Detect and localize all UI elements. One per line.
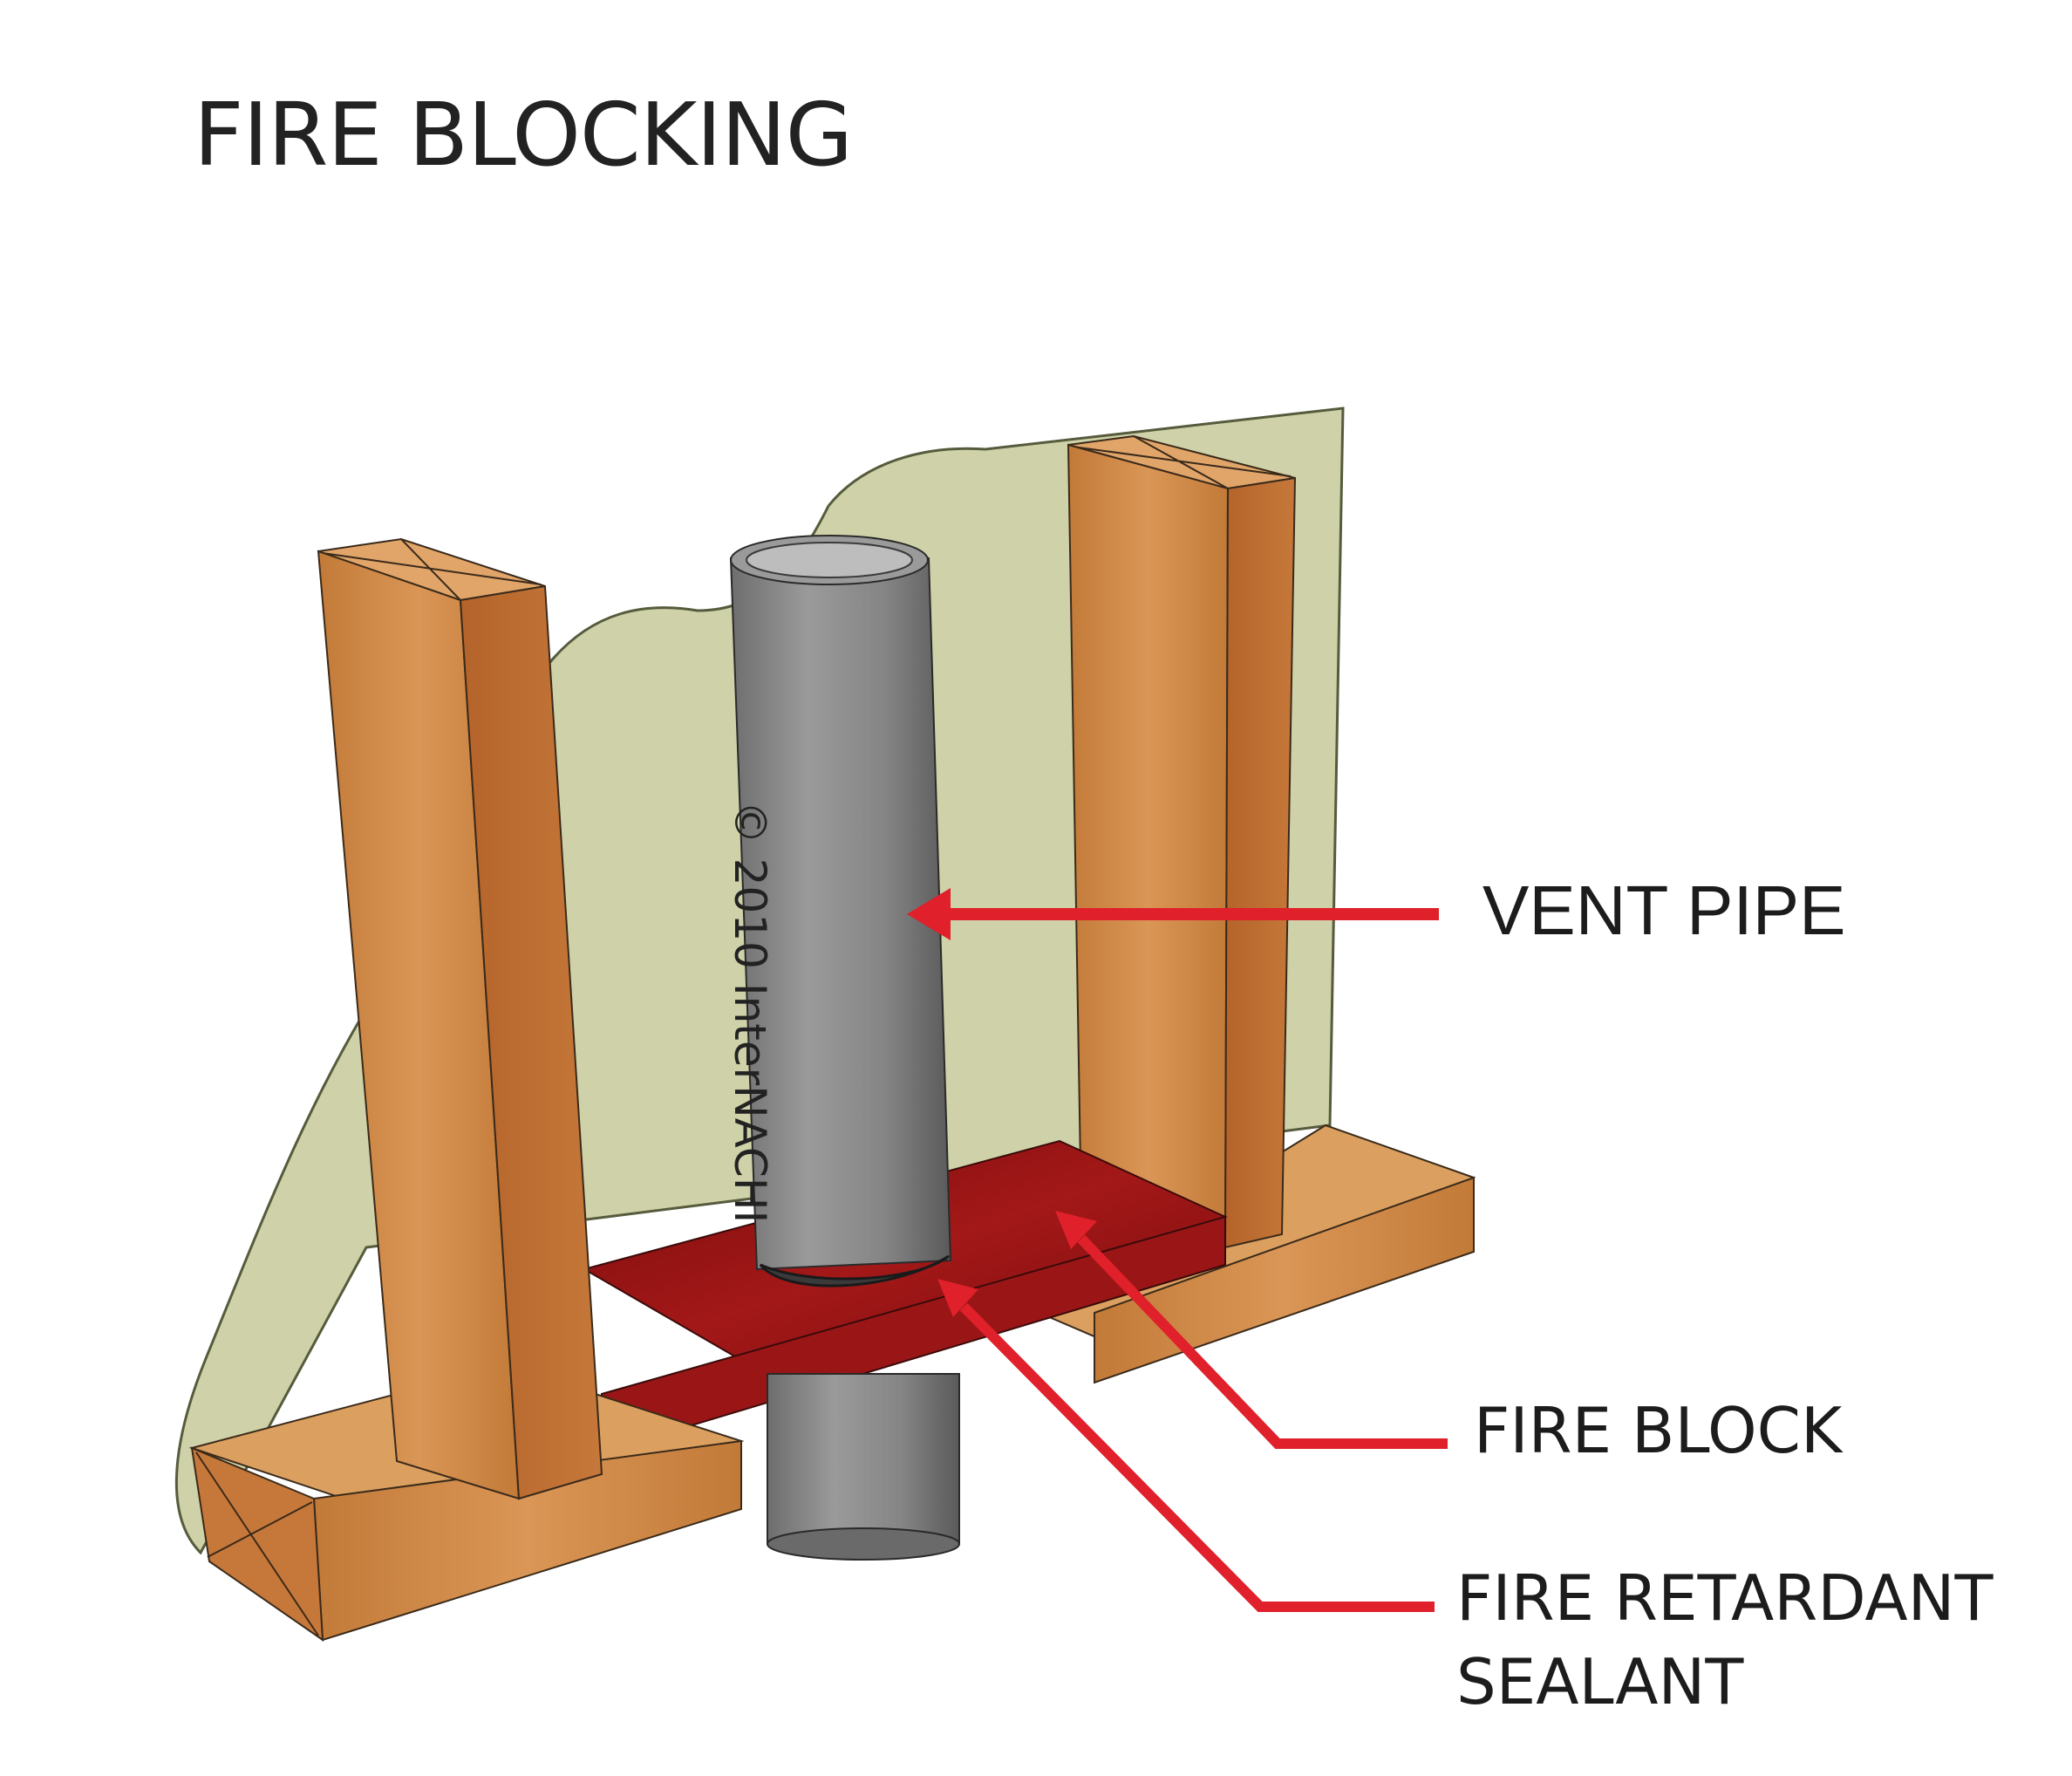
vent-pipe-label: VENT PIPE [1482, 871, 1846, 949]
right-stud-front [1067, 443, 1230, 1249]
sealant-label-line1: FIRE RETARDANT [1456, 1561, 1994, 1635]
vent-pipe-arrow [907, 888, 1439, 940]
copyright-watermark: © 2010 InterNACHI [725, 800, 775, 1224]
sealant-arrow [937, 1279, 1435, 1612]
right-stud-side [1223, 476, 1297, 1249]
rear-plate-front [1094, 1176, 1475, 1384]
diagram-title: FIRE BLOCKING [194, 84, 853, 186]
fire-block-label: FIRE BLOCK [1474, 1394, 1843, 1467]
sealant-label-line2: SEALANT [1456, 1645, 1744, 1718]
fire-block-arrow [1055, 1211, 1448, 1449]
left-stud-side [459, 584, 603, 1500]
sealant-label: FIRE RETARDANT SEALANT [1456, 1556, 1994, 1724]
vent-pipe-lower [767, 1373, 960, 1545]
sealant-ring [759, 1254, 950, 1288]
